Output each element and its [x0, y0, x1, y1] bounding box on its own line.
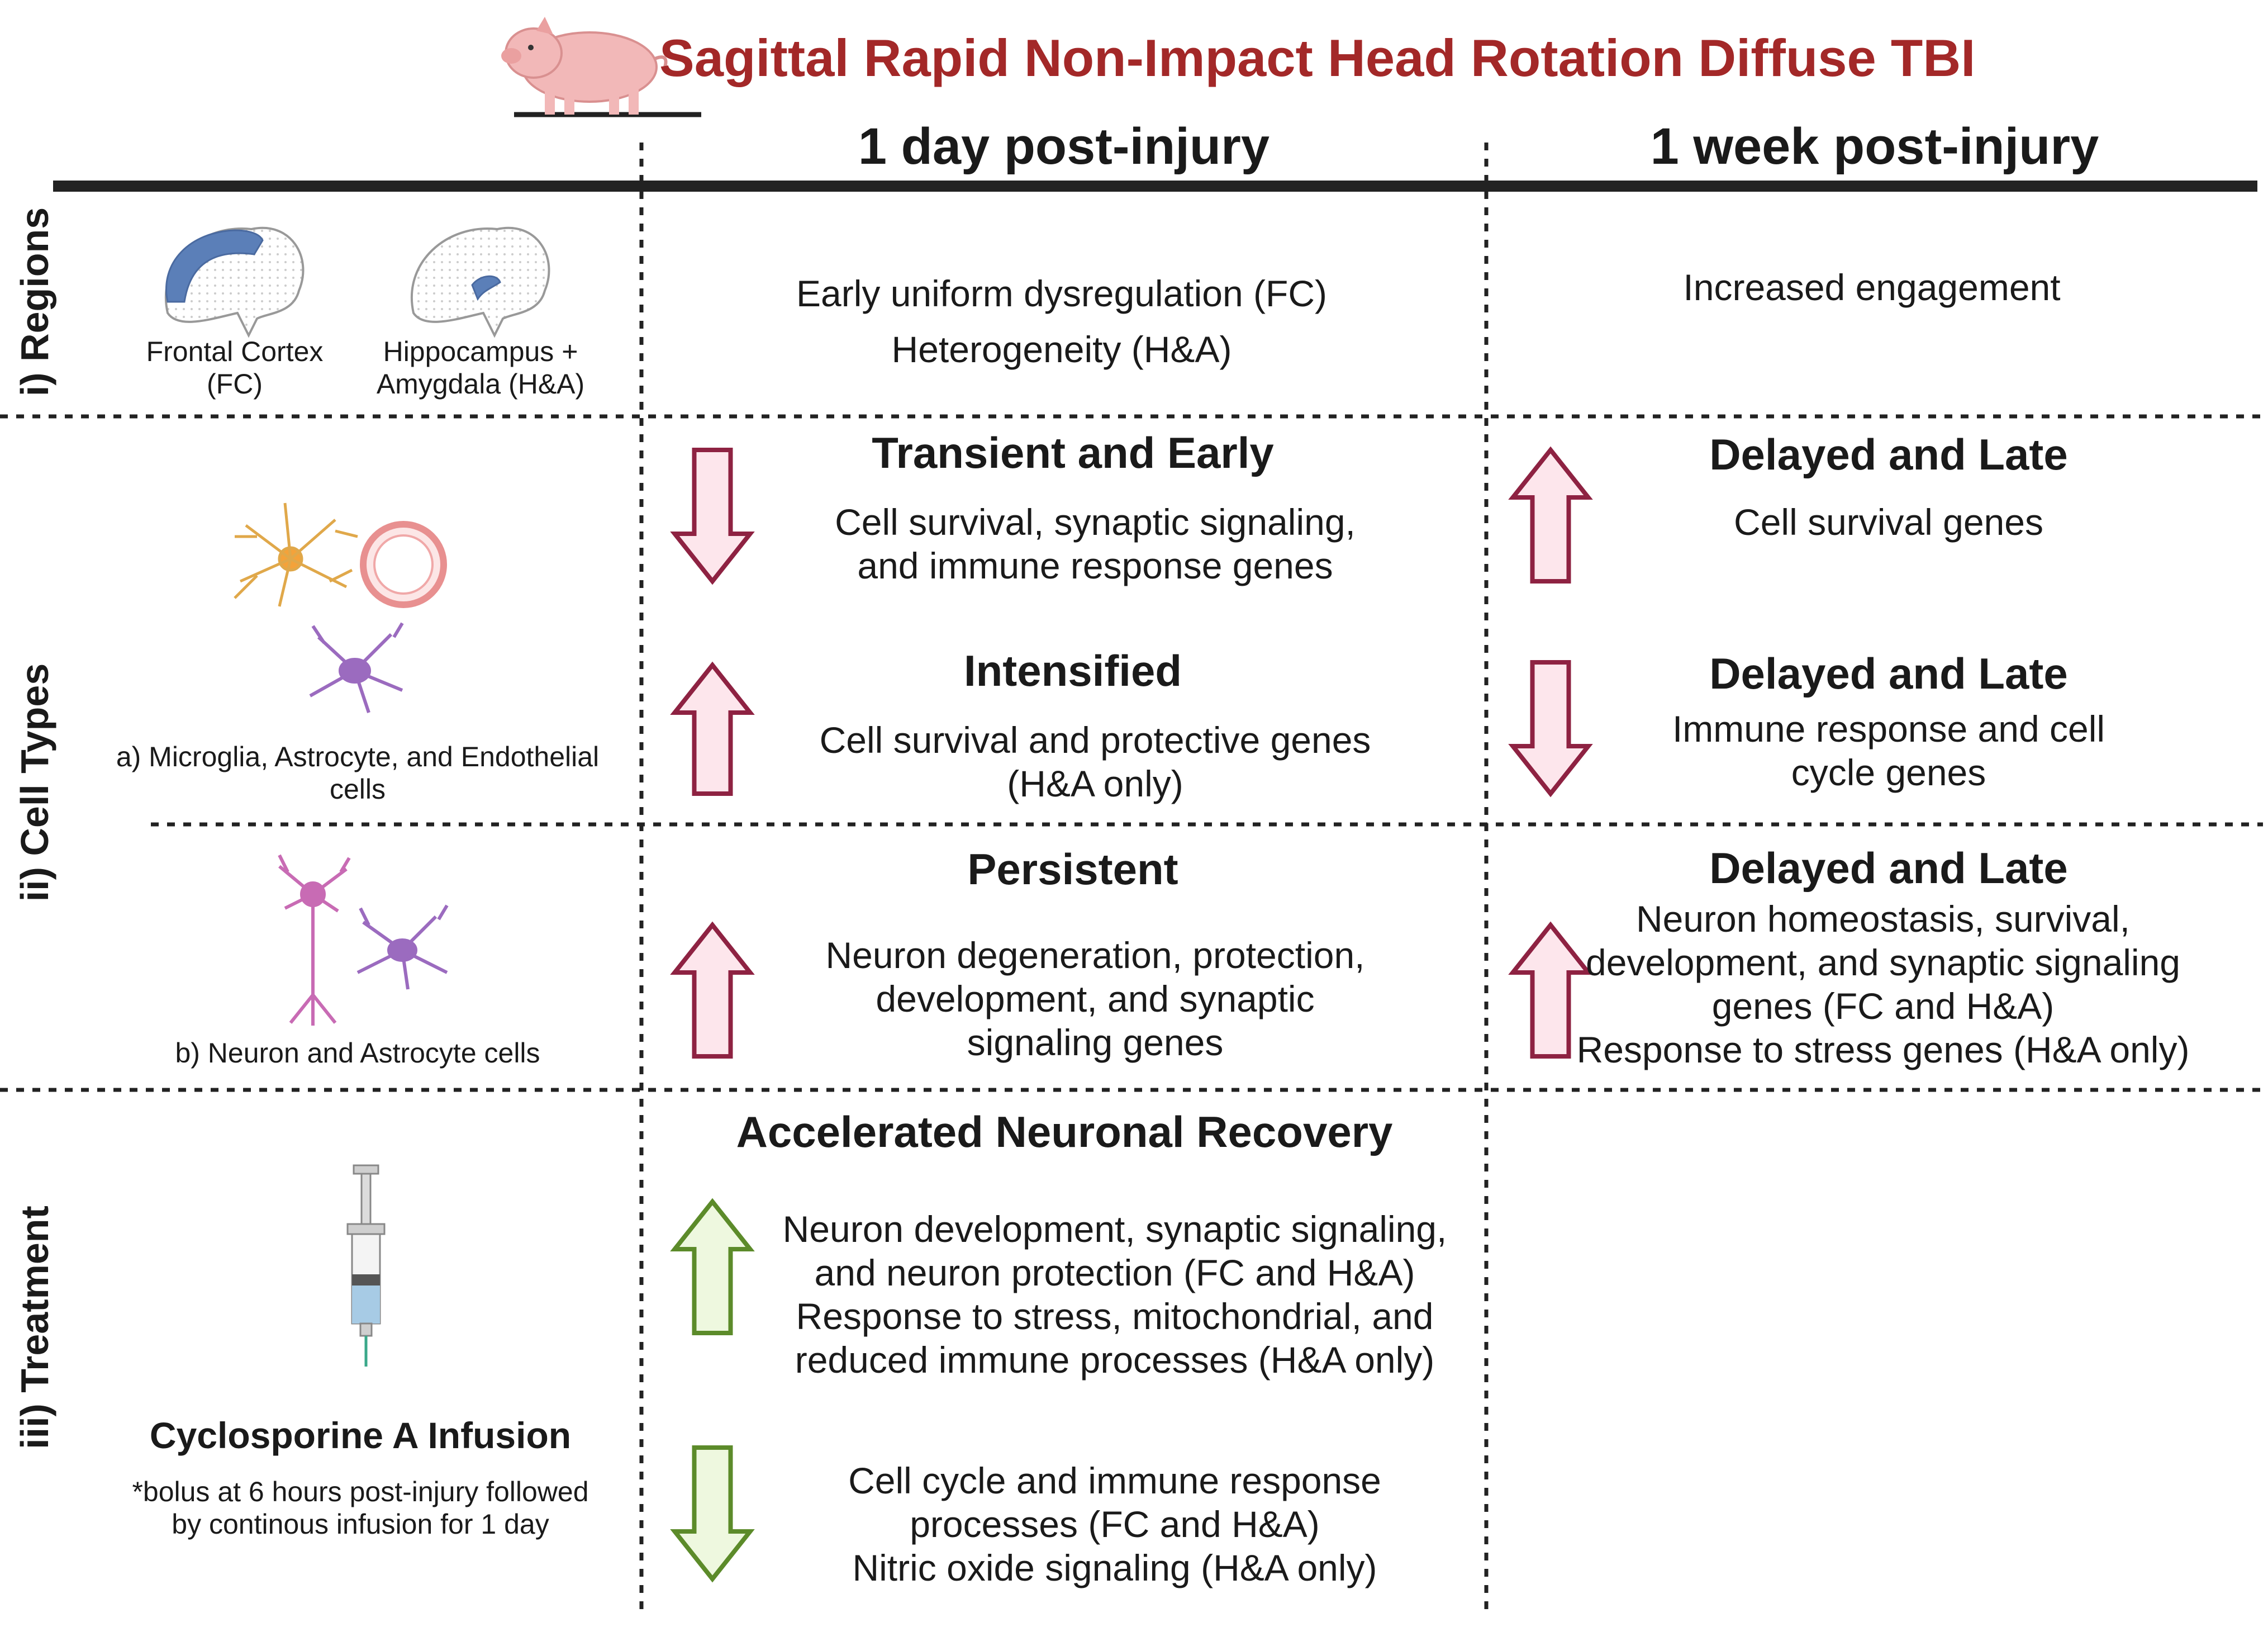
- cell-a-week2-text: Immune response and cell cycle genes: [1672, 708, 2105, 793]
- arrow-up-icon: [1508, 446, 1593, 584]
- row-label-regions: i) Regions: [13, 207, 56, 397]
- treatment-name: Cyclosporine A Infusion: [149, 1415, 572, 1456]
- region-fc-label: Frontal Cortex (FC): [146, 336, 324, 400]
- cell-a-day2-heading: Intensified: [963, 646, 1182, 695]
- cell-a-label: a) Microglia, Astrocyte, and Endothelial…: [116, 741, 600, 805]
- cell-b-label: b) Neuron and Astrocyte cells: [175, 1037, 540, 1069]
- pig-icon: [501, 17, 701, 117]
- treatment-heading: Accelerated Neuronal Recovery: [736, 1107, 1393, 1156]
- cell-a-day1-text: Cell survival, synaptic signaling, and i…: [835, 501, 1356, 586]
- col-header-week: 1 week post-injury: [1650, 118, 2099, 175]
- cell-b-week-heading: Delayed and Late: [1709, 843, 2068, 893]
- cell-a-day1-heading: Transient and Early: [872, 428, 1274, 477]
- arrow-up-icon: [670, 921, 755, 1059]
- region-ha-label: Hippocampus + Amygdala (H&A): [376, 336, 585, 400]
- cell-a-day2-text: Cell survival and protective genes (H&A …: [819, 719, 1371, 804]
- endothelial-icon: [360, 521, 447, 608]
- cell-b-day-text: Neuron degeneration, protection, develop…: [825, 935, 1365, 1063]
- arrow-up-icon: [1508, 921, 1593, 1059]
- treatment-up-text: Neuron development, synaptic signaling, …: [782, 1208, 1447, 1381]
- row-label-treatment: iii) Treatment: [13, 1206, 56, 1449]
- arrow-up-green-icon: [670, 1198, 755, 1335]
- cell-a-week1-heading: Delayed and Late: [1709, 430, 2068, 479]
- grid-lines: [0, 143, 2263, 1615]
- brain-ha-icon: [410, 227, 550, 338]
- arrow-down-icon: [1508, 660, 1593, 798]
- treatment-down-text: Cell cycle and immune response processes…: [848, 1460, 1381, 1588]
- col-header-day: 1 day post-injury: [858, 118, 1270, 175]
- syringe-icon: [346, 1164, 386, 1367]
- brain-fc-icon: [164, 227, 305, 338]
- astrocyte-icon: [309, 622, 404, 713]
- treatment-note: *bolus at 6 hours post-injury followed b…: [132, 1476, 589, 1540]
- page-title: Sagittal Rapid Non-Impact Head Rotation …: [659, 29, 1976, 87]
- regions-week-text: Increased engagement: [1683, 267, 2061, 308]
- astrocyte-b-icon: [356, 904, 449, 990]
- cell-b-week-text: Neuron homeostasis, survival, developmen…: [1576, 898, 2190, 1070]
- microglia-icon: [234, 502, 358, 607]
- regions-day-text: Early uniform dysregulation (FC) Heterog…: [796, 273, 1327, 370]
- cell-a-week1-text: Cell survival genes: [1734, 501, 2043, 543]
- row-label-cell-types: ii) Cell Types: [13, 663, 56, 902]
- arrow-up-icon: [670, 661, 755, 796]
- cell-b-day-heading: Persistent: [967, 845, 1178, 894]
- arrow-down-icon: [670, 448, 755, 585]
- arrow-down-green-icon: [670, 1445, 755, 1583]
- neuron-icon: [278, 854, 351, 1026]
- cell-a-week2-heading: Delayed and Late: [1709, 649, 2068, 698]
